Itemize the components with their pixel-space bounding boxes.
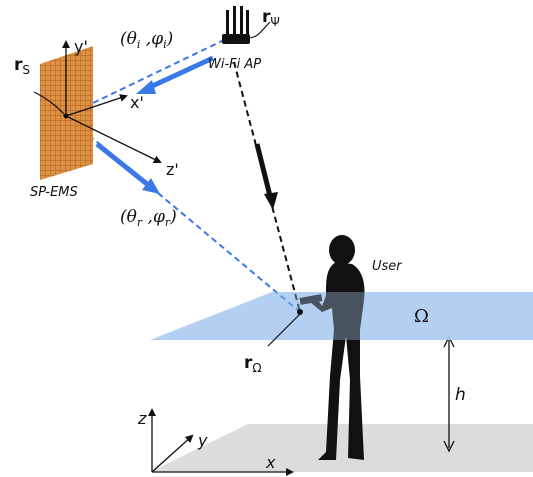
direct-dashed-ray (233, 61, 301, 313)
omega-label: Ω (414, 306, 429, 327)
r-omega-label: rΩ (244, 353, 262, 375)
reflected-angle-label: (θr ,φr) (120, 207, 177, 229)
omega-plane-overlay (150, 292, 533, 340)
r-psi-label: rΨ (262, 7, 280, 29)
r-s-label: rS (14, 55, 30, 77)
user-label: User (372, 259, 403, 274)
ap-label: Wi-Fi AP (208, 57, 261, 72)
incident-arrow (136, 55, 215, 94)
z-label: z (137, 409, 147, 428)
reflected-arrow (95, 142, 160, 194)
y-prime-label: y' (74, 37, 88, 56)
incident-angle-label: (θi ,φi) (120, 29, 173, 51)
z-prime-label: z' (166, 160, 179, 179)
user-silhouette (299, 235, 365, 460)
global-axes (148, 408, 294, 476)
x-label: x (265, 453, 276, 472)
floor-plane (150, 424, 533, 472)
x-prime-label: x' (130, 93, 144, 112)
y-label: y (197, 431, 208, 450)
sp-ems-label: SP-EMS (30, 185, 78, 200)
local-axes (33, 40, 162, 163)
h-label: h (455, 385, 466, 405)
wifi-router-icon (222, 6, 271, 44)
r-omega-point (297, 309, 303, 315)
direct-arrow (254, 143, 278, 210)
